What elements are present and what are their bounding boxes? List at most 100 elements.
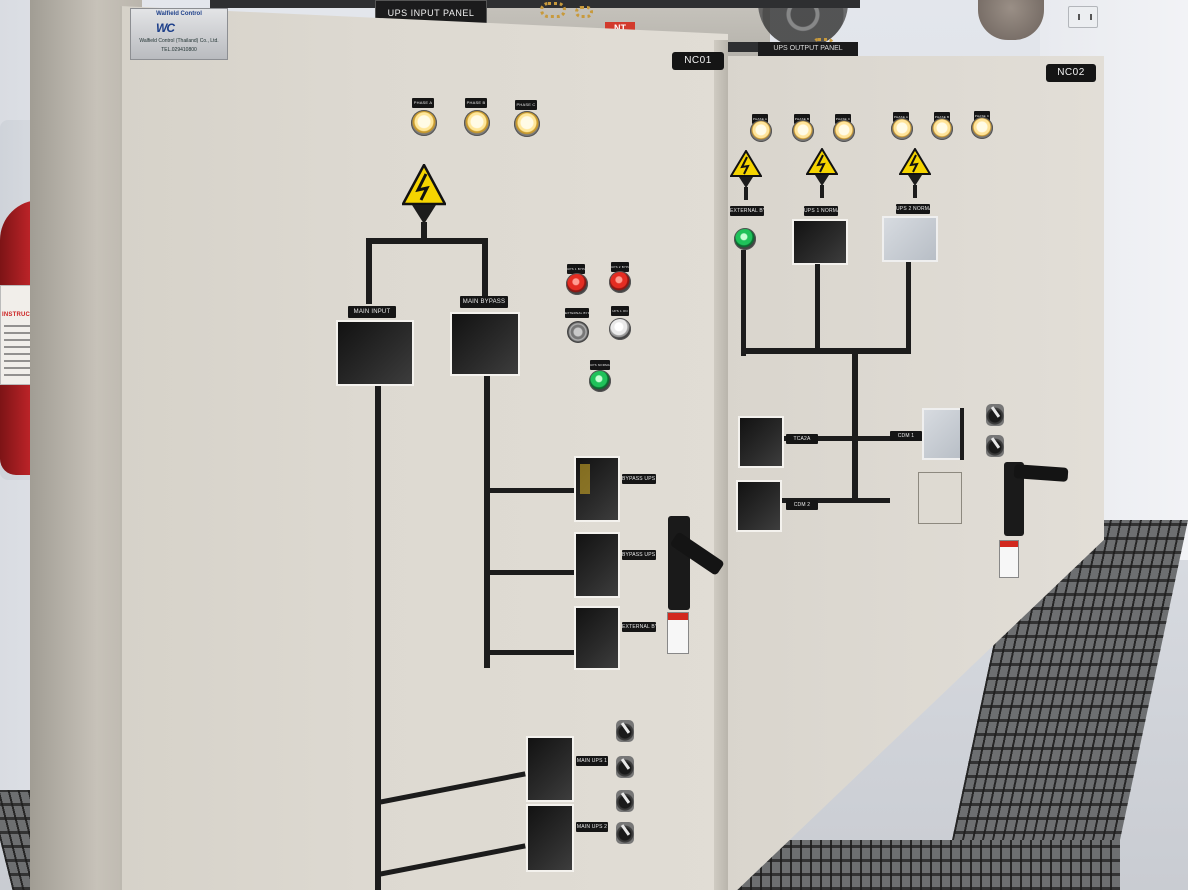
nc02-label: UPS 2 NORMAL: [896, 204, 930, 214]
wall-socket: [1068, 6, 1098, 28]
main-input-label: MAIN INPUT: [348, 306, 396, 318]
breaker-window: [738, 416, 784, 468]
green-indicator-lamp-icon: [734, 228, 756, 250]
external-bypass-breaker-window: [574, 606, 620, 670]
breaker-window: [736, 480, 782, 532]
indicator-label: UPS 1 BYPASS: [567, 264, 585, 274]
nc02-label: UPS 1 NORMAL: [804, 206, 838, 216]
bus-line: [366, 238, 488, 244]
ups-output-panel-sign: UPS OUTPUT PANEL: [758, 42, 858, 56]
bus-line: [815, 264, 820, 354]
nc02-lamp-label: PHASE A: [893, 112, 909, 122]
bus-line: [490, 650, 578, 655]
red-indicator-lamp-icon: [566, 273, 588, 295]
caution-sticker: [667, 612, 689, 654]
nameplate-line: Walfield Control (Thailand) Co., Ltd.: [139, 38, 219, 44]
cabinet-nc01-edge: [714, 40, 728, 890]
bus-line: [482, 240, 488, 300]
nc02-label: EXTERNAL BYPASS: [730, 206, 764, 216]
breaker-window-blank: [882, 216, 938, 262]
pilot-lamp-icon: [514, 111, 540, 137]
main-bypass-breaker-window: [450, 312, 520, 376]
bus-line: [780, 498, 890, 503]
door-lock-base: [668, 516, 690, 610]
pilot-lamp-icon: [792, 120, 814, 142]
nc02-lamp-label: PHASE B: [934, 112, 950, 122]
white-indicator-lamp-icon: [609, 318, 631, 340]
bus-line: [741, 250, 746, 356]
nc01-lamp-label: PHASE C: [515, 100, 537, 110]
cable-coil: [540, 2, 566, 18]
nc02-lamp-label: PHASE C: [835, 114, 851, 124]
nc01-lamp-label: PHASE A: [412, 98, 434, 108]
pilot-lamp-icon: [411, 110, 437, 136]
indicator-label: UPS 1 ON: [611, 306, 629, 316]
bus-line: [484, 488, 578, 493]
extinguisher-label-text: INSTRUCTIONS: [2, 312, 50, 318]
blank-cover-plate: [918, 472, 962, 524]
pilot-lamp-icon: [833, 120, 855, 142]
pilot-lamp-icon: [891, 118, 913, 140]
main-ups2-breaker-window: [526, 804, 574, 872]
selector-switch[interactable]: [986, 435, 1004, 457]
nameplate-tel: TEL.029410800: [161, 47, 197, 53]
bypass-label: BYPASS UPS 2: [622, 550, 656, 560]
indicator-label: UPS 2 BYPASS: [611, 262, 629, 272]
nameplate-company: Walfield Control: [156, 11, 202, 17]
high-voltage-warning-icon: [805, 147, 839, 203]
cabinet-nc01-door: [120, 6, 728, 890]
nc02-lamp-label: PHASE C: [974, 111, 990, 121]
cabinet-id-nc01: NC01: [672, 52, 724, 70]
red-indicator-lamp-icon: [609, 271, 631, 293]
bus-line: [484, 376, 490, 668]
indicator-label: UPS NORMAL: [590, 360, 610, 370]
indicator-label: EXTERNAL BYPASS: [565, 308, 589, 318]
selector-switch[interactable]: [616, 720, 634, 742]
pilot-lamp-icon: [750, 120, 772, 142]
nc02-lamp-label: PHASE A: [752, 114, 768, 124]
bypass-ups2-breaker-window: [574, 532, 620, 598]
bypass-label: BYPASS UPS 1: [622, 474, 656, 484]
bus-line: [960, 408, 964, 460]
selector-switch[interactable]: [616, 790, 634, 812]
high-voltage-warning-icon: [898, 147, 932, 203]
selector-switch[interactable]: [616, 822, 634, 844]
nc02-label: TCA2A: [786, 434, 818, 444]
manufacturer-logo-icon: WC: [156, 21, 175, 35]
pilot-lamp-icon: [464, 110, 490, 136]
main-ups-label: MAIN UPS 2: [576, 822, 608, 832]
breaker-window-blank: [922, 408, 964, 460]
pilot-lamp-icon: [971, 117, 993, 139]
selector-switch[interactable]: [986, 404, 1004, 426]
main-ups1-breaker-window: [526, 736, 574, 802]
main-bypass-label: MAIN BYPASS: [460, 296, 508, 308]
main-input-breaker-window: [336, 320, 414, 386]
bypass-ups1-breaker-window: [574, 456, 620, 522]
bus-line: [852, 350, 858, 502]
high-voltage-warning-icon: [729, 149, 763, 205]
cable-coil-2: [575, 6, 593, 18]
caution-sticker: [999, 540, 1019, 578]
green-indicator-lamp-icon: [589, 370, 611, 392]
bus-line: [490, 570, 578, 575]
bus-line: [906, 262, 911, 352]
nc02-label: CDM 2: [786, 500, 818, 510]
top-rail: [210, 0, 860, 8]
selector-switch[interactable]: [616, 756, 634, 778]
nc02-label: CDM 1: [890, 431, 922, 441]
pilot-lamp-icon: [931, 118, 953, 140]
ceiling-lamp: [978, 0, 1044, 40]
nc02-lamp-label: PHASE B: [794, 114, 810, 124]
bypass-label: EXTERNAL BYPASS: [622, 622, 656, 632]
main-ups-label: MAIN UPS 1: [576, 756, 608, 766]
high-voltage-warning-icon: [400, 162, 448, 249]
bus-line: [366, 240, 372, 304]
bus-line: [741, 348, 911, 354]
key-switch-icon[interactable]: [567, 321, 589, 343]
bus-line: [782, 436, 922, 441]
door-lock-base: [1004, 462, 1024, 536]
nc01-lamp-label: PHASE B: [465, 98, 487, 108]
cabinet-id-nc02: NC02: [1046, 64, 1096, 82]
bus-line: [375, 386, 381, 890]
breaker-window: [792, 219, 848, 265]
